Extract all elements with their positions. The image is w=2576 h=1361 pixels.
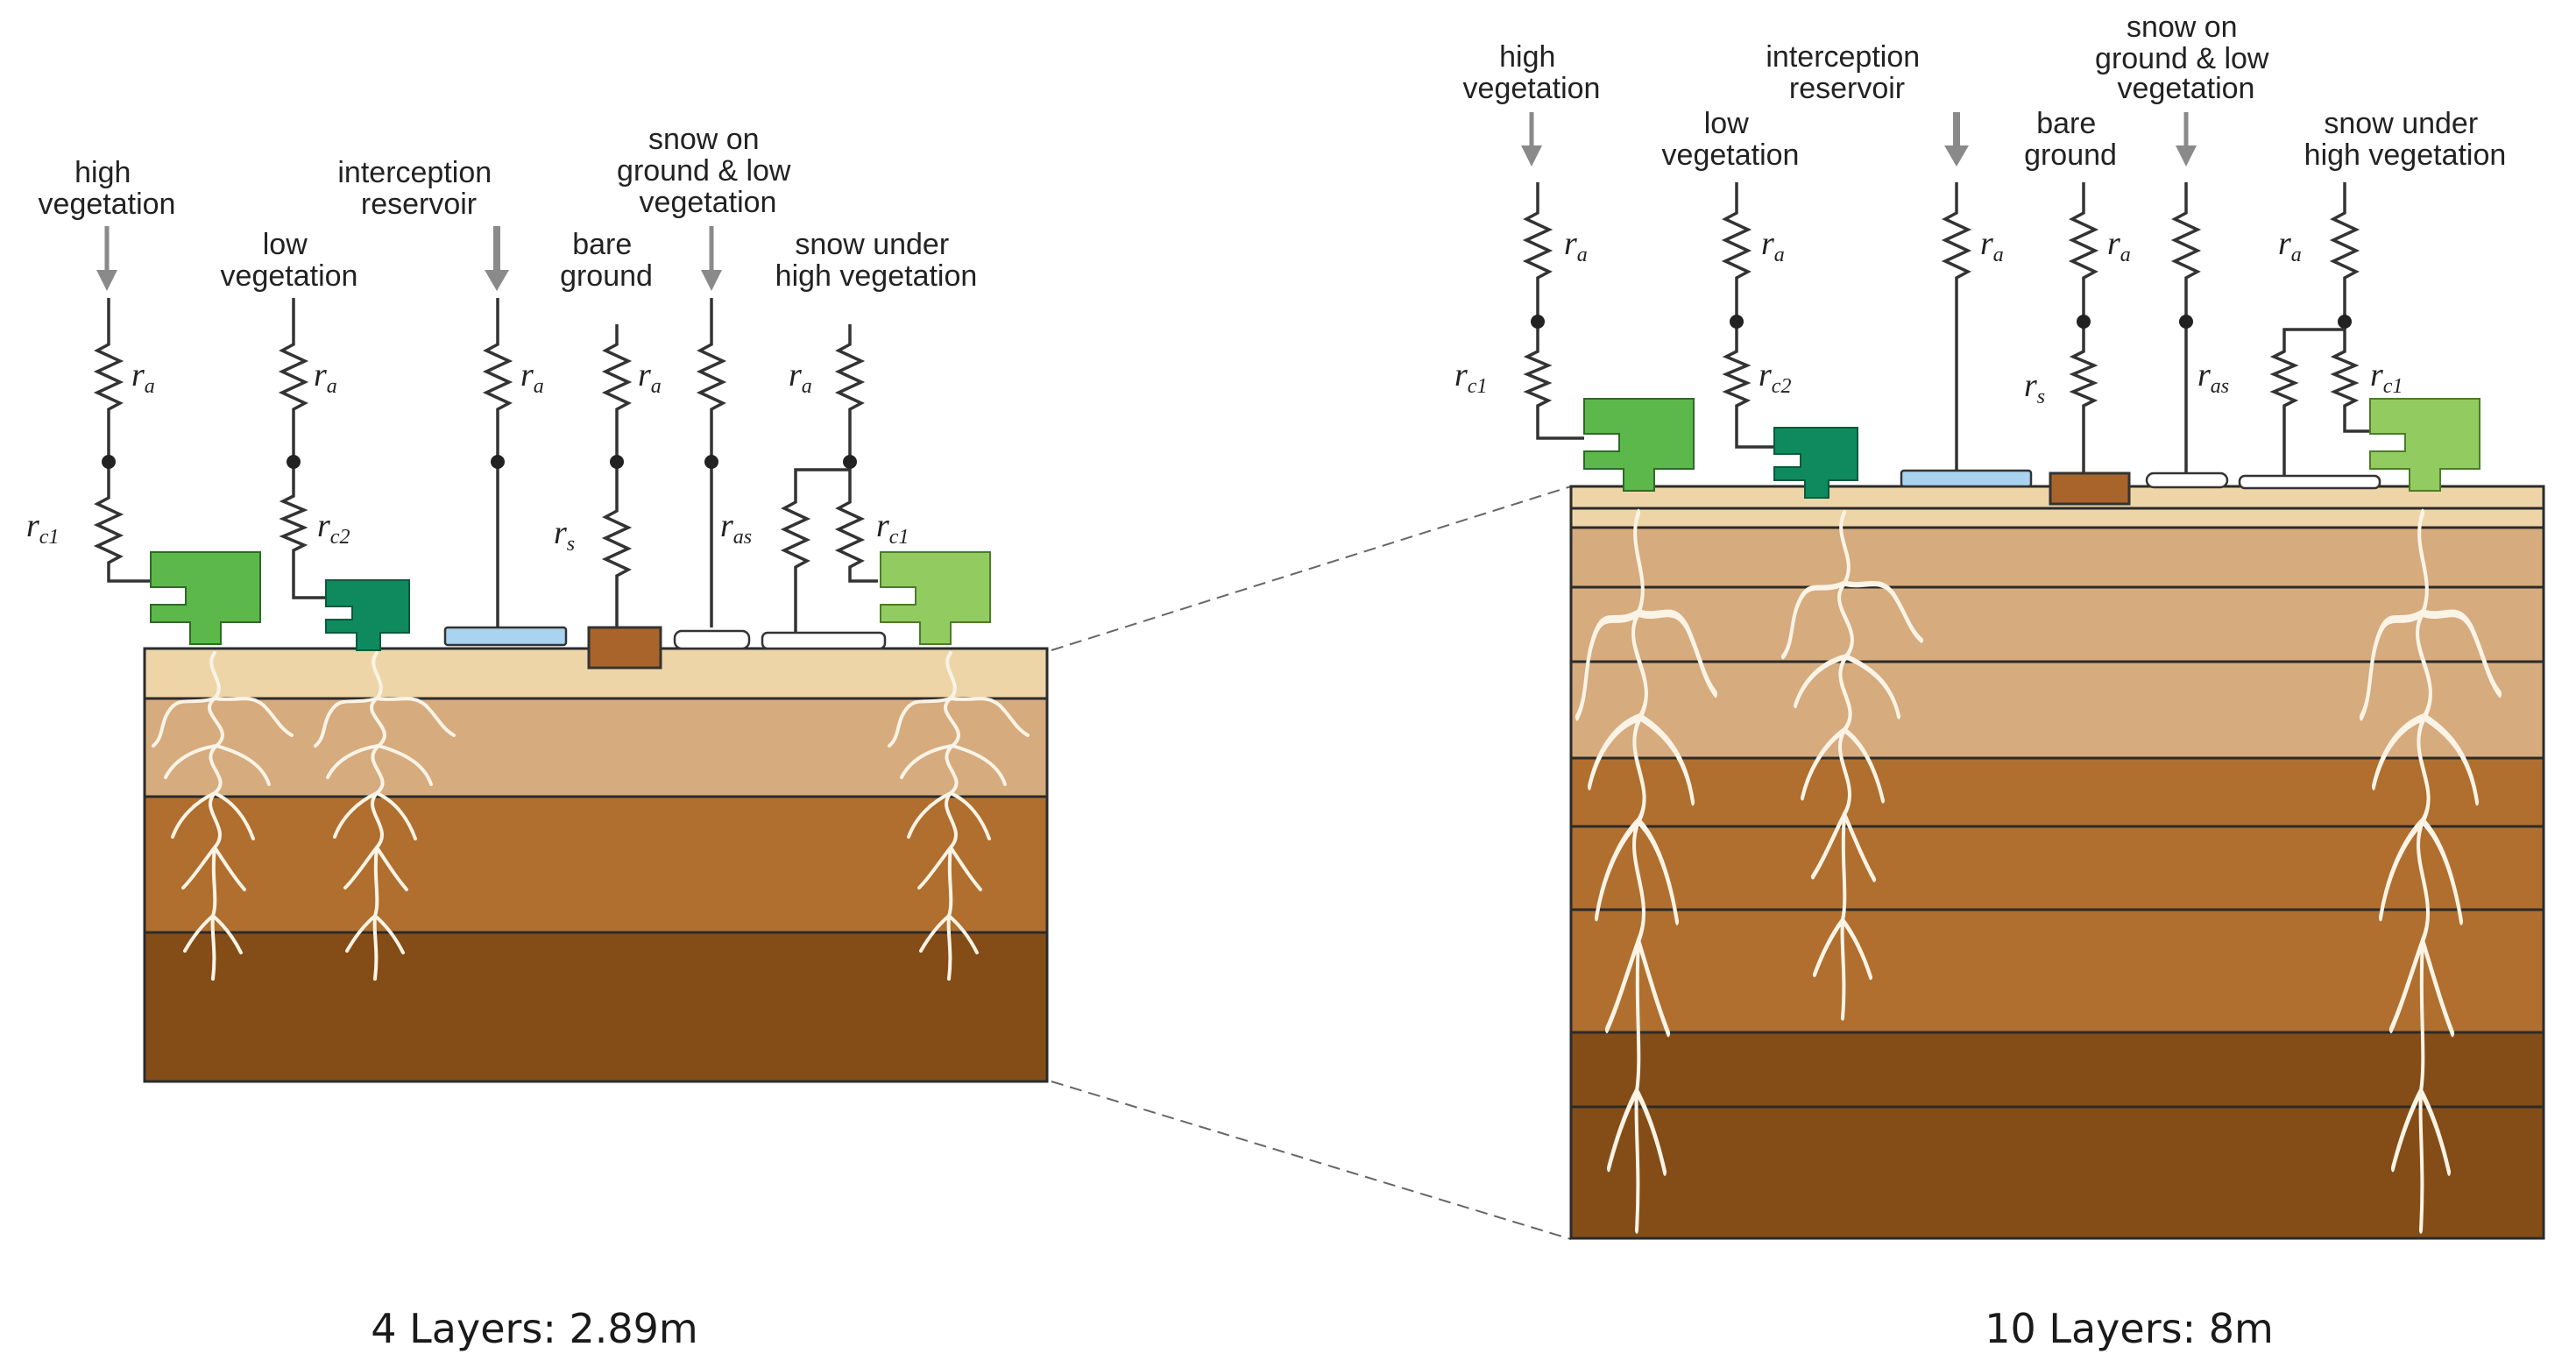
snow-on-ground-icon [673, 629, 751, 650]
symbol-rc1: rc1 [1454, 357, 1487, 398]
symbol-ra: ra [314, 357, 337, 398]
left-label-interception-reservoir: interception reservoir [337, 156, 499, 221]
high-vegetation-snow-icon [2369, 398, 2480, 492]
symbol-ras: ras [720, 507, 752, 549]
right-caption: 10 Layers: 8m [1985, 1305, 2274, 1352]
interception-reservoir-icon [443, 626, 568, 647]
left-label-high-vegetation: high vegetation [39, 156, 176, 221]
snow-under-high-vegetation-icon [761, 631, 887, 650]
high-vegetation-icon [1583, 398, 1695, 492]
right-label-bare-ground: bare ground [2024, 107, 2117, 172]
snow-under-high-vegetation-icon [2238, 474, 2381, 490]
symbol-ra: ra [1564, 225, 1588, 266]
symbol-ra: ra [2107, 225, 2131, 266]
left-label-low-vegetation: low vegetation [221, 228, 358, 293]
right-panel: high vegetation low vegetation intercept… [1454, 11, 2545, 1352]
high-vegetation-icon [150, 551, 261, 645]
bare-ground-icon [2049, 471, 2131, 506]
symbol-rc1: rc1 [26, 507, 59, 549]
left-panel: high vegetation low vegetation intercept… [26, 123, 1049, 1352]
left-soil-block [143, 647, 1049, 1083]
right-label-interception-reservoir: interception reservoir [1766, 40, 1928, 105]
left-flux-arrows [96, 226, 722, 291]
right-flux-arrows [1521, 112, 2197, 167]
symbol-ra: ra [520, 357, 544, 398]
right-label-snow-under-high-vegetation: snow under high vegetation [2304, 107, 2507, 172]
low-vegetation-icon [325, 579, 410, 651]
symbol-rc2: rc2 [317, 507, 350, 549]
right-label-high-vegetation: high vegetation [1463, 40, 1601, 105]
left-circuits [96, 298, 878, 633]
interception-reservoir-icon [1900, 469, 2033, 488]
symbol-ras: ras [2197, 357, 2229, 398]
symbol-rc2: rc2 [1759, 357, 1791, 398]
high-vegetation-snow-icon [880, 551, 991, 645]
bare-ground-icon [587, 626, 662, 670]
right-label-low-vegetation: low vegetation [1662, 107, 1800, 172]
left-label-snow-on-ground: snow on ground & low vegetation [617, 123, 799, 219]
right-soil-block [1569, 485, 2545, 1240]
zoom-connectors [1051, 486, 1572, 1240]
symbol-ra: ra [638, 357, 662, 398]
symbol-ra: ra [789, 357, 812, 398]
right-resistance-symbols: ra ra ra ra ra rc1 rc2 rs ras rc1 [1454, 225, 2403, 408]
left-label-snow-under-high-vegetation: snow under high vegetation [775, 228, 978, 293]
symbol-rs: rs [554, 514, 575, 556]
symbol-rs: rs [2024, 367, 2045, 408]
left-caption: 4 Layers: 2.89m [371, 1305, 697, 1352]
symbol-ra: ra [1980, 225, 2004, 266]
left-surface-tiles [150, 551, 991, 670]
right-surface-tiles [1583, 398, 2480, 506]
left-resistance-symbols: ra ra ra ra ra rc1 rc2 rs ras rc1 [26, 357, 909, 556]
right-circuits [1525, 182, 2370, 482]
symbol-ra: ra [131, 357, 155, 398]
symbol-rc1: rc1 [876, 507, 909, 549]
left-label-bare-ground: bare ground [560, 228, 653, 293]
snow-on-ground-icon [2145, 471, 2229, 489]
symbol-ra: ra [1761, 225, 1785, 266]
symbol-rc1: rc1 [2370, 357, 2403, 398]
right-label-snow-on-ground: snow on ground & low vegetation [2095, 11, 2277, 105]
symbol-ra: ra [2278, 225, 2302, 266]
